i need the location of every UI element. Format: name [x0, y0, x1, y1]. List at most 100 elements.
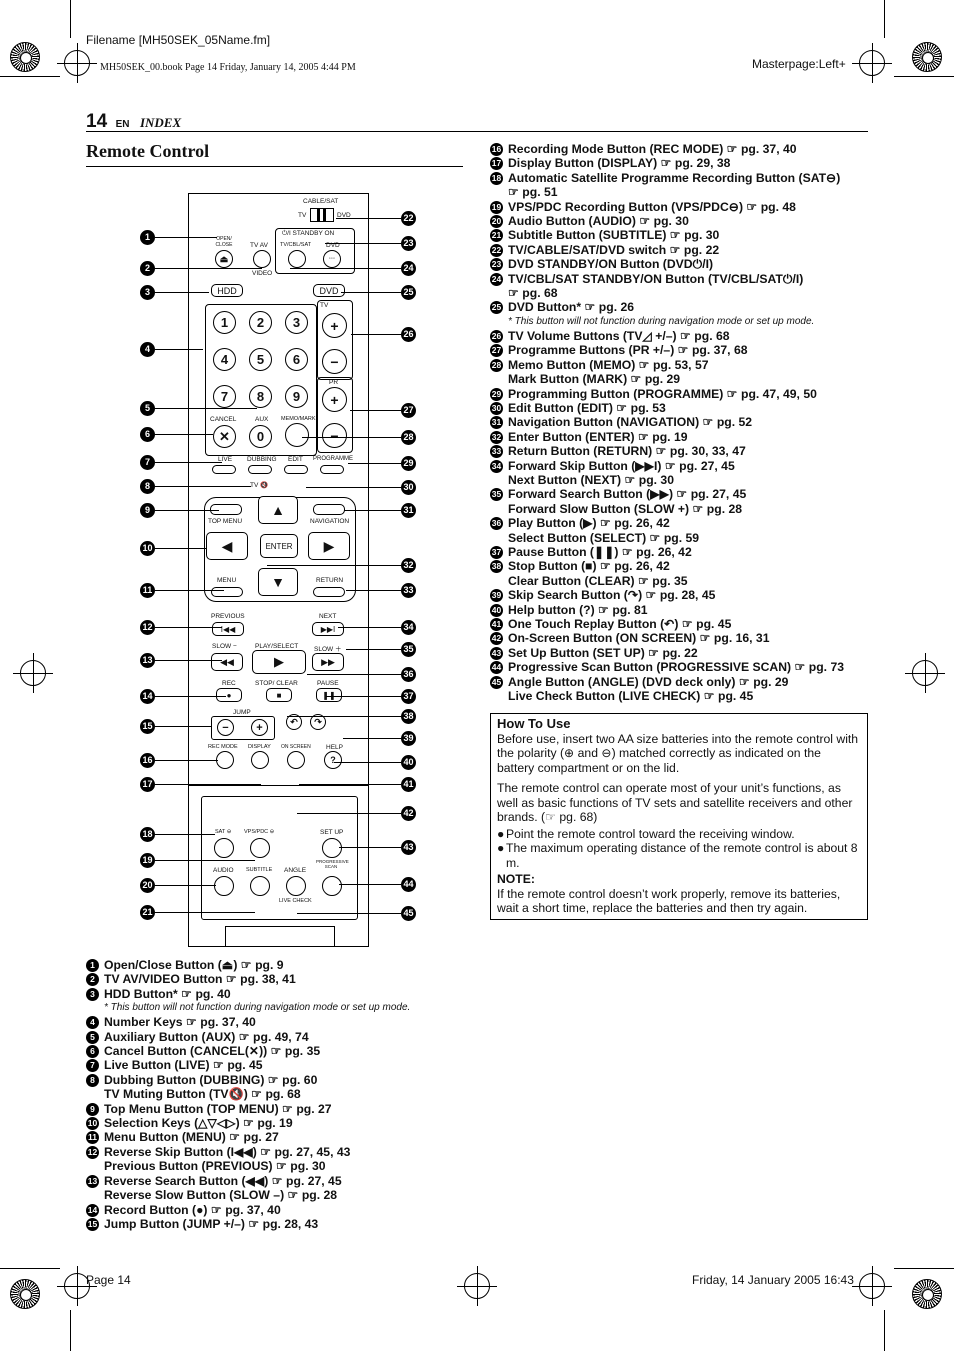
- entry-number-badge: 40: [490, 603, 503, 617]
- note-heading: NOTE:: [497, 872, 535, 886]
- open-close-label: OPEN/ CLOSE: [215, 236, 233, 248]
- record-button: ●: [216, 688, 242, 702]
- entry-text: Top Menu Button (TOP MENU) ☞ pg. 27: [104, 1101, 332, 1116]
- callout-marker: 36: [401, 667, 416, 682]
- number-pad: 1 2 3 4 5 6 7 8 9 CANCEL ✕ AUX 0 MEMO/MA…: [205, 304, 317, 456]
- down-arrow-button: ▼: [258, 568, 298, 596]
- pause-button: ❚❚: [316, 688, 342, 702]
- navigation-button: [313, 504, 345, 515]
- entry-number-badge: 35: [490, 488, 503, 502]
- entry-text: Selection Keys (△▽◁▷) ☞ pg. 19: [104, 1116, 293, 1131]
- entry-text: Clear Button (CLEAR) ☞ pg. 35: [508, 573, 688, 588]
- callout-marker: 30: [401, 480, 416, 495]
- entry-number-badge: [490, 186, 503, 199]
- entry-number-badge: 17: [490, 157, 503, 171]
- dvd-button: DVD: [313, 284, 345, 297]
- entry-number-badge: 22: [490, 243, 503, 257]
- how-to-use-paragraph-2: The remote control can operate most of y…: [497, 781, 853, 824]
- leader-line: [336, 218, 401, 219]
- jump-plus-button: +: [251, 719, 268, 736]
- memo-mark-button: [285, 423, 309, 447]
- entry-text: Recording Mode Button (REC MODE) ☞ pg. 3…: [508, 142, 797, 156]
- on-screen-button: [287, 751, 305, 769]
- callout-marker: 44: [401, 877, 416, 892]
- entry-text: TV/CBL/SAT STANDBY/ON Button (TV/CBL/SAT…: [508, 271, 804, 286]
- tv-dvd-switch: [310, 208, 334, 222]
- entry-text: HDD Button* ☞ pg. 40: [104, 986, 231, 1001]
- entry-text: Audio Button (AUDIO) ☞ pg. 30: [508, 214, 689, 229]
- index-entry: Next Button (NEXT) ☞ pg. 30: [490, 473, 870, 487]
- entry-number-badge: [490, 503, 503, 516]
- leader-line: [339, 884, 401, 885]
- tv-volume-down-button: −: [322, 349, 347, 374]
- tv-mute-label: TV 🔇: [250, 482, 269, 489]
- entry-number-badge: 5: [86, 1030, 99, 1044]
- right-index-list: 16 Recording Mode Button (REC MODE) ☞ pg.…: [490, 142, 870, 703]
- entry-number-badge: 16: [490, 143, 503, 156]
- callout-marker: 9: [140, 503, 155, 518]
- audio-label: AUDIO: [213, 867, 234, 874]
- callout-marker: 25: [401, 285, 416, 300]
- callout-marker: 32: [401, 558, 416, 573]
- subtitle-button: [250, 876, 270, 896]
- callout-marker: 6: [140, 427, 155, 442]
- entry-text: Display Button (DISPLAY) ☞ pg. 29, 38: [508, 156, 731, 171]
- leader-line: [155, 660, 222, 661]
- leader-line: [155, 237, 217, 238]
- display-label: DISPLAY: [248, 744, 271, 750]
- tv-volume-label: TV: [320, 302, 329, 309]
- programme-label: PROGRAMME: [313, 456, 354, 462]
- one-touch-replay-button: ↶: [286, 714, 302, 730]
- crop-mark: [0, 1268, 60, 1269]
- jump-minus-button: −: [217, 719, 234, 736]
- registration-seal-bottom-left: [10, 1279, 40, 1309]
- leader-line: [341, 292, 401, 293]
- entry-number-badge: [86, 1088, 99, 1101]
- section-label: INDEX: [139, 115, 182, 130]
- entry-text: Auxiliary Button (AUX) ☞ pg. 49, 74: [104, 1029, 309, 1044]
- bullet-item: ●The maximum operating distance of the r…: [497, 841, 861, 870]
- callout-marker: 8: [140, 479, 155, 494]
- leader-line: [325, 243, 401, 244]
- return-label: RETURN: [316, 577, 344, 584]
- entry-number-badge: 15: [86, 1217, 99, 1231]
- leader-line: [287, 716, 401, 717]
- entry-number-badge: 4: [86, 1016, 99, 1030]
- entry-number-badge: 9: [86, 1102, 99, 1116]
- callout-marker: 31: [401, 503, 416, 518]
- entry-text: Record Button (●) ☞ pg. 37, 40: [104, 1202, 281, 1217]
- leader-line: [297, 813, 401, 814]
- entry-text: Skip Search Button (↷) ☞ pg. 28, 45: [508, 588, 716, 603]
- bullet-text: Point the remote control toward the rece…: [506, 826, 795, 841]
- entry-number-badge: 30: [490, 401, 503, 415]
- callout-marker: 23: [401, 236, 416, 251]
- index-entry: * This button will not function during n…: [490, 315, 870, 329]
- callout-marker: 15: [140, 719, 155, 734]
- display-button: [251, 751, 269, 769]
- entry-number-badge: 36: [490, 517, 503, 531]
- digit-3-button: 3: [285, 311, 308, 334]
- crop-mark: [894, 76, 954, 77]
- entry-text: Previous Button (PREVIOUS) ☞ pg. 30: [104, 1159, 326, 1174]
- crosshair-mark: [13, 653, 53, 693]
- callout-marker: 40: [401, 755, 416, 770]
- cancel-button: ✕: [213, 425, 236, 448]
- leader-line: [346, 649, 401, 650]
- registration-seal-bottom-right: [912, 1279, 942, 1309]
- filename-label: Filename [MH50SEK_05Name.fm]: [86, 33, 271, 47]
- page-header: 14 EN INDEX: [86, 111, 181, 133]
- right-arrow-button: ▶: [308, 532, 350, 560]
- help-button: ?: [324, 751, 342, 769]
- leader-line: [344, 510, 401, 511]
- crop-mark: [70, 0, 71, 38]
